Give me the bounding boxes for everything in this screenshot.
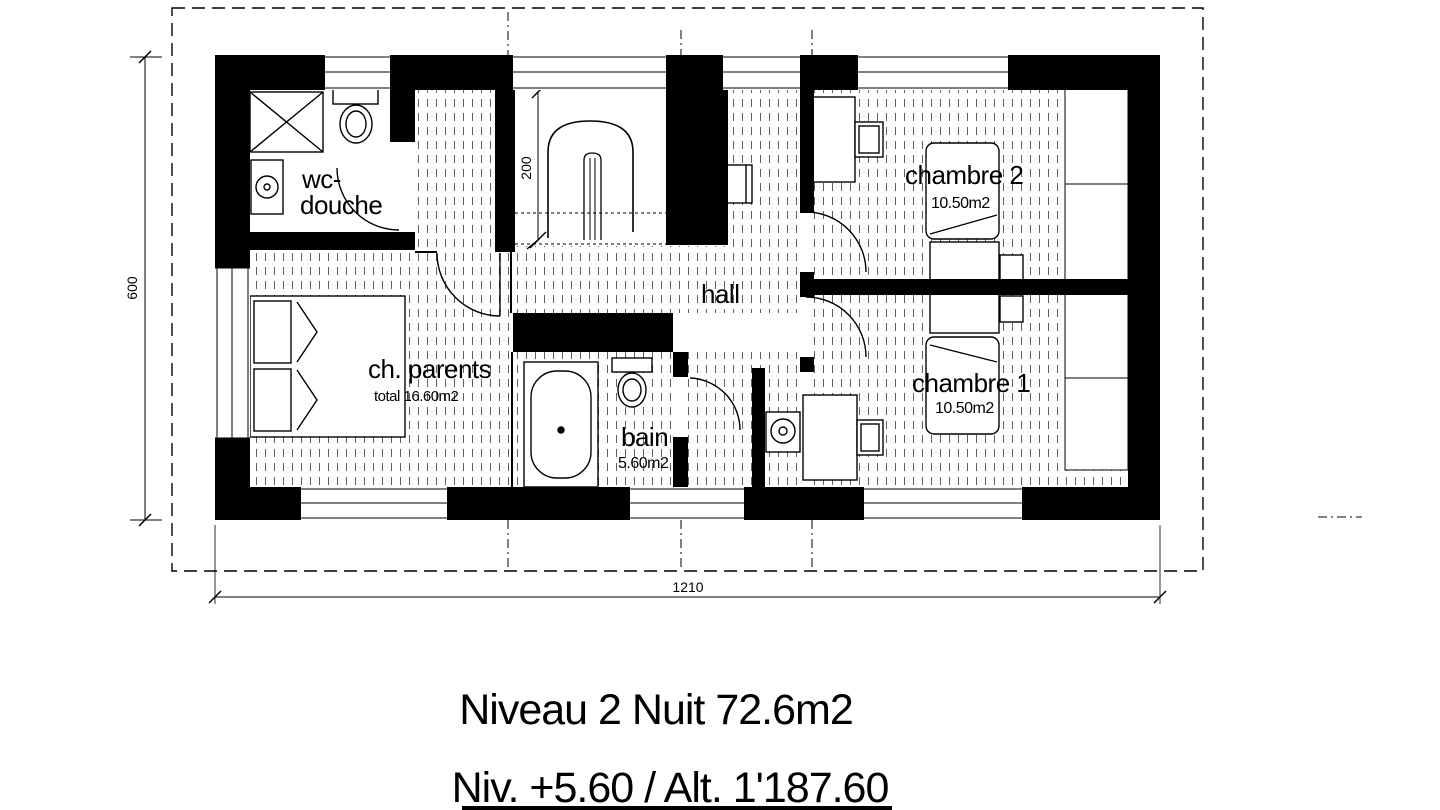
closet-chambre2 (1064, 86, 1129, 284)
cropped-text-artifact (462, 806, 892, 810)
window-top-stairs (513, 55, 666, 90)
room-area-chambre2: 10.50m2 (931, 195, 990, 212)
dimension-height-label: 600 (124, 276, 140, 300)
shower (249, 91, 324, 153)
room-area-chambre1: 10.50m2 (935, 400, 994, 417)
bathtub (523, 361, 599, 488)
room-label-wc-line1: wc- (301, 164, 341, 194)
window-bottom-parents (301, 487, 447, 520)
walls (215, 55, 1160, 520)
window-top-wc (325, 55, 390, 90)
room-label-wc-line2: douche (300, 190, 382, 220)
toilet-bain (611, 357, 653, 408)
stair-dimension: 200 (518, 85, 547, 250)
window-bottom-chambre1 (864, 487, 1022, 520)
door-chambre1 (805, 296, 867, 358)
bed-chambre1 (925, 293, 1024, 435)
dimension-left (130, 50, 162, 527)
room-area-parents: total 16.60m2 (374, 388, 459, 405)
room-label-bain: bain (621, 422, 668, 452)
dimension-width-label: 1210 (672, 579, 703, 595)
door-wc (336, 167, 400, 231)
toilet-wc (332, 87, 379, 144)
sink-wc (250, 159, 284, 215)
plan-subtitle: Niv. +5.60 / Alt. 1'187.60 (452, 764, 889, 810)
sink-hall (765, 411, 801, 453)
desk-chambre1 (802, 394, 884, 481)
window-top-chambre2 (858, 55, 1008, 90)
staircase (515, 120, 666, 245)
plan-title: Niveau 2 Nuit 72.6m2 (459, 686, 853, 734)
door-chambre2 (805, 211, 867, 273)
room-label-chambre1: chambre 1 (912, 368, 1030, 398)
dimension-bottom (208, 525, 1167, 604)
roof-outline (171, 7, 1204, 572)
axis-centerlines (507, 12, 1362, 571)
windows (215, 55, 1022, 520)
room-label-parents: ch. parents (368, 354, 492, 384)
thin-partitions (415, 251, 513, 487)
stair-dimension-label: 200 (518, 156, 534, 180)
closet-chambre1 (1064, 293, 1129, 471)
door-parents (436, 252, 501, 317)
door-bain (689, 377, 741, 431)
room-label-chambre2: chambre 2 (905, 160, 1023, 190)
window-bottom-bain (630, 487, 744, 520)
window-left-parents (215, 267, 250, 439)
door-swings (336, 167, 867, 431)
bed-parents (249, 295, 406, 438)
window-top-hall (723, 55, 800, 90)
room-area-bain: 5.60m2 (618, 455, 669, 472)
room-label-hall: hall (701, 279, 739, 309)
